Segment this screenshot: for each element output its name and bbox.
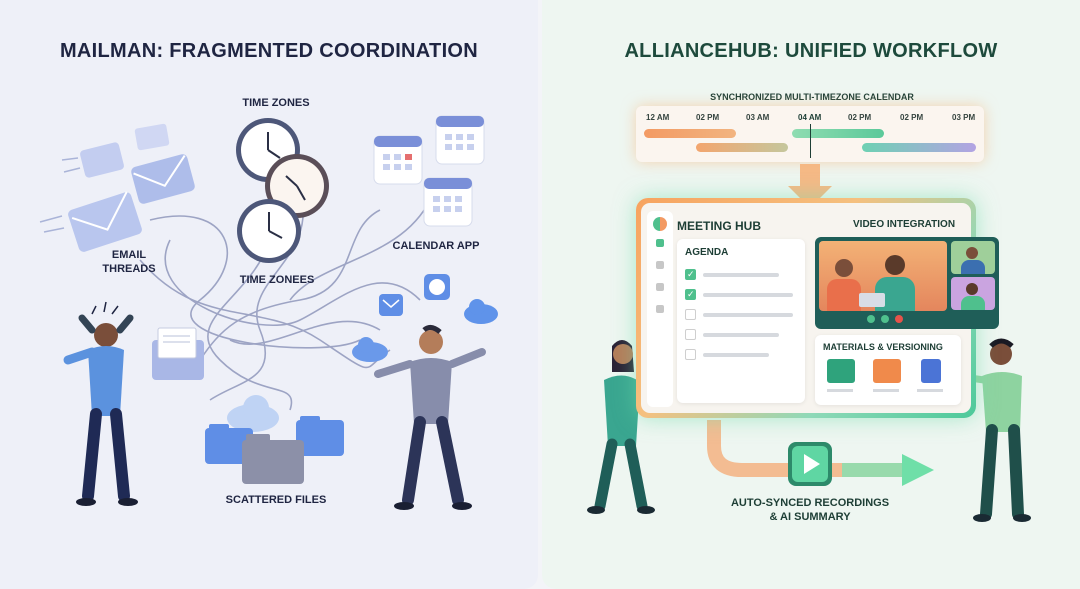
- folder-icon: [242, 434, 304, 484]
- envelope-icon: [68, 191, 142, 252]
- label-scattered-files: SCATTERED FILES: [225, 494, 327, 506]
- motion-lines: [39, 157, 81, 233]
- video-title: VIDEO INTEGRATION: [853, 219, 956, 230]
- right-panel: ALLIANCEHUB: UNIFIED WORKFLOW SYNCHRONIZ…: [542, 0, 1080, 589]
- agenda-line: [703, 313, 793, 317]
- hub-sidebar: [647, 211, 673, 407]
- flow-arrowhead: [902, 454, 934, 486]
- timeline-bar: [792, 129, 884, 138]
- agenda-title: AGENDA: [685, 247, 729, 258]
- agenda-checkbox[interactable]: [685, 309, 696, 320]
- tick-label: 12 AM: [646, 113, 670, 122]
- agenda-checkbox[interactable]: [685, 349, 696, 360]
- down-arrow: [788, 164, 832, 208]
- presenter-person: [952, 338, 1031, 522]
- meeting-hub: MEETING HUB AGENDA VIDEO INTEGRATION: [641, 203, 999, 413]
- recordings-label-1: AUTO-SYNCED RECORDINGS: [730, 497, 890, 509]
- folder-icon[interactable]: [827, 359, 855, 383]
- app-logo-icon: [653, 217, 667, 231]
- agenda-line: [703, 353, 769, 357]
- right-decor: [587, 164, 1031, 522]
- video-thumb[interactable]: [951, 241, 995, 274]
- label-threads: THREADS: [102, 263, 156, 275]
- materials-title: MATERIALS & VERSIONING: [823, 342, 943, 352]
- folder-icon[interactable]: [873, 359, 901, 383]
- timeline-bar: [862, 143, 976, 152]
- agenda-checkbox[interactable]: [685, 269, 696, 280]
- agenda-line: [703, 273, 779, 277]
- tick-label: 04 AM: [798, 113, 822, 122]
- settings-icon[interactable]: [656, 305, 664, 313]
- home-icon[interactable]: [656, 239, 664, 247]
- envelope-icon: [152, 327, 204, 380]
- camera-icon[interactable]: [881, 315, 889, 323]
- hub-title: MEETING HUB: [677, 219, 761, 233]
- calendar-heading: SYNCHRONIZED MULTI-TIMEZONE CALENDAR: [710, 92, 914, 102]
- calendar-icon: [435, 115, 485, 165]
- recordings-label-2: & AI SUMMARY: [769, 511, 851, 523]
- label-time-zonees: TIME ZONEES: [239, 274, 315, 286]
- tick-label: 02 PM: [696, 113, 720, 122]
- agenda-card: AGENDA: [677, 239, 805, 403]
- envelope-icon: [379, 294, 403, 316]
- envelope-icon: [134, 123, 170, 151]
- current-time-marker: [810, 124, 811, 158]
- video-panel[interactable]: [815, 237, 999, 329]
- play-icon: [788, 442, 832, 486]
- end-call-icon[interactable]: [895, 315, 903, 323]
- tick-label: 02 PM: [900, 113, 924, 122]
- left-title: MAILMAN: FRAGMENTED COORDINATION: [59, 40, 479, 62]
- left-illustration: [39, 115, 498, 510]
- meeting-hub-frame: MEETING HUB AGENDA VIDEO INTEGRATION: [636, 198, 999, 418]
- stress-person: [63, 301, 138, 506]
- timeline-bar: [696, 143, 788, 152]
- materials-card: MATERIALS & VERSIONING: [815, 335, 961, 405]
- grid-icon[interactable]: [656, 261, 664, 269]
- right-title: ALLIANCEHUB: UNIFIED WORKFLOW: [624, 40, 998, 62]
- folder-icon: [205, 424, 253, 464]
- agenda-checkbox[interactable]: [685, 329, 696, 340]
- clock-icon: [424, 274, 450, 300]
- tick-label: 03 AM: [746, 113, 770, 122]
- clock-icon: [237, 199, 301, 263]
- cloud-icon: [227, 395, 279, 432]
- folder-icon[interactable]: [656, 283, 664, 291]
- agenda-checkbox[interactable]: [685, 289, 696, 300]
- tick-label: 03 PM: [952, 113, 976, 122]
- video-main-feed[interactable]: [819, 241, 947, 311]
- left-panel: MAILMAN: FRAGMENTED COORDINATION: [0, 0, 538, 589]
- envelope-icon: [80, 142, 124, 178]
- cloud-icon: [352, 337, 388, 362]
- calendar-icon: [373, 135, 423, 185]
- calendar-icon: [423, 177, 473, 227]
- video-thumb[interactable]: [951, 277, 995, 310]
- label-email: EMAIL: [111, 249, 147, 261]
- document-icon[interactable]: [921, 359, 941, 383]
- mic-icon[interactable]: [867, 315, 875, 323]
- multi-timezone-calendar: 12 AM 02 PM 03 AM 04 AM 02 PM 02 PM 03 P…: [636, 106, 984, 162]
- tick-label: 02 PM: [848, 113, 872, 122]
- envelope-icon: [131, 154, 195, 204]
- label-calendar-app: CALENDAR APP: [392, 240, 480, 252]
- tangled-lines: [139, 189, 431, 411]
- label-time-zones: TIME ZONES: [242, 97, 310, 109]
- timeline-bar: [644, 129, 736, 138]
- shrug-person: [374, 324, 486, 510]
- agenda-line: [703, 333, 779, 337]
- agenda-line: [703, 293, 793, 297]
- folder-icon: [296, 416, 344, 456]
- flow-path: [707, 420, 902, 477]
- cloud-icon: [464, 299, 498, 324]
